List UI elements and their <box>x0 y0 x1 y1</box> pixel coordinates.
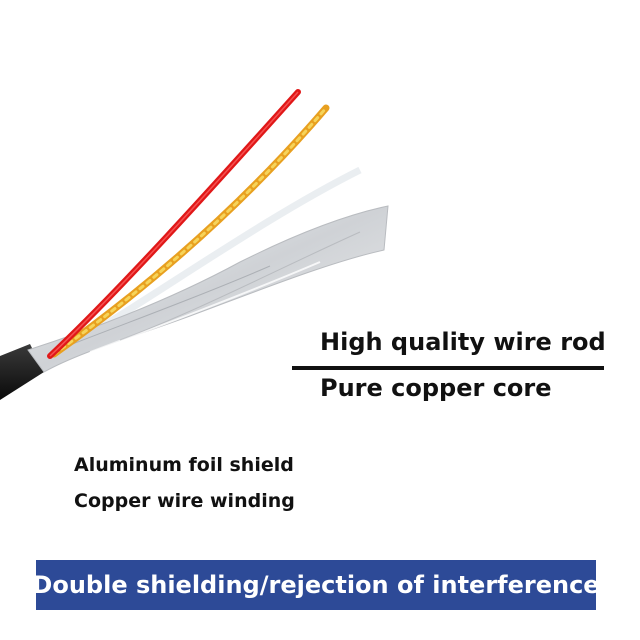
yellow-wire <box>50 104 330 358</box>
feature-copper-winding: Copper wire winding <box>74 490 295 512</box>
headline-secondary: Pure copper core <box>320 374 552 402</box>
interference-banner: Double shielding/rejection of interferen… <box>32 560 600 610</box>
banner-text: Double shielding/rejection of interferen… <box>32 571 600 599</box>
cable-jacket <box>0 344 44 400</box>
headline-divider <box>292 366 604 370</box>
headline-primary: High quality wire rod <box>320 328 606 356</box>
feature-aluminum-foil: Aluminum foil shield <box>74 454 294 476</box>
